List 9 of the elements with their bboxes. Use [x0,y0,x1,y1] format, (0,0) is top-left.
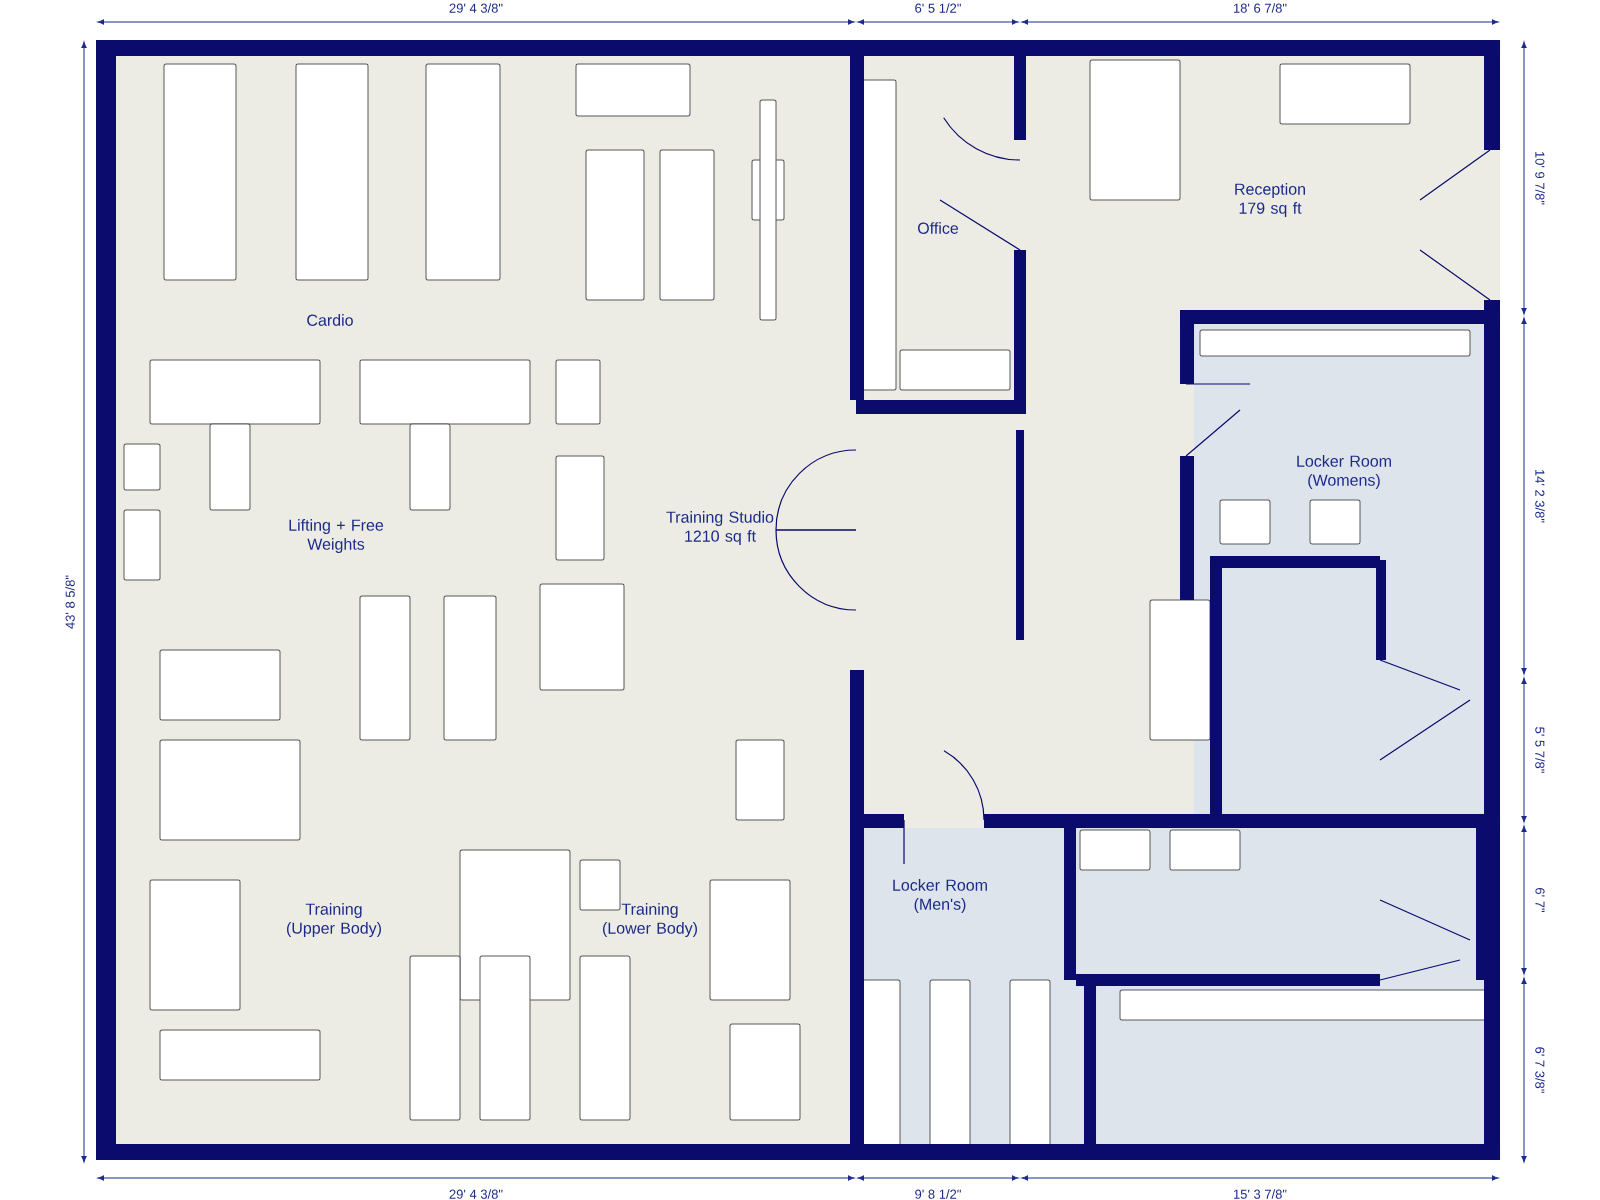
room-label: Cardio [307,314,353,326]
room-label: Reception 179 sq ft [1235,183,1305,217]
room-label: Training Studio 1210 sq ft [666,511,774,545]
room-label: Training (Upper Body) [287,903,381,937]
room-label: Locker Room (Men's) [893,879,987,913]
room-label: Training (Lower Body) [603,903,697,937]
room-label: Lifting + Free Weights [289,519,384,553]
room-label: Office [918,222,959,234]
room-label: Locker Room (Womens) [1297,455,1391,489]
